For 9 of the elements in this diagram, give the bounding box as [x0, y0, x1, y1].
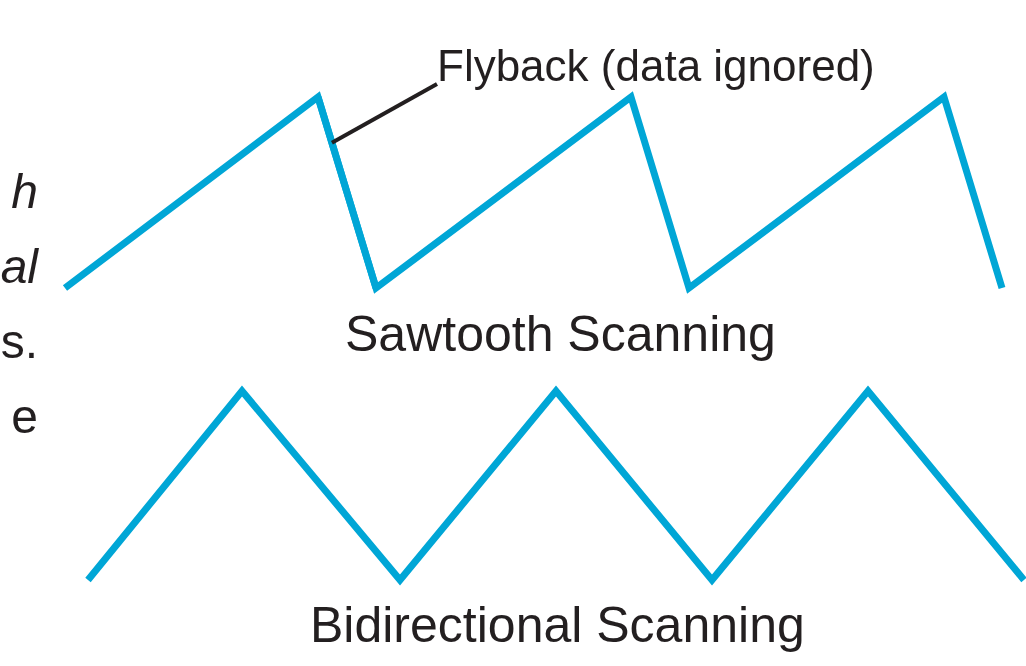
cropped-text: s.	[0, 318, 38, 366]
cropped-text: h	[11, 168, 38, 216]
flyback-segment	[314, 95, 380, 290]
wave-caption: Bidirectional Scanning	[310, 600, 805, 650]
leader-line	[330, 82, 438, 145]
callout-text: Flyback (data ignored)	[437, 44, 875, 88]
wave-caption: Sawtooth Scanning	[345, 309, 776, 359]
cropped-text: al	[0, 243, 38, 291]
cropped-text: e	[11, 393, 38, 441]
